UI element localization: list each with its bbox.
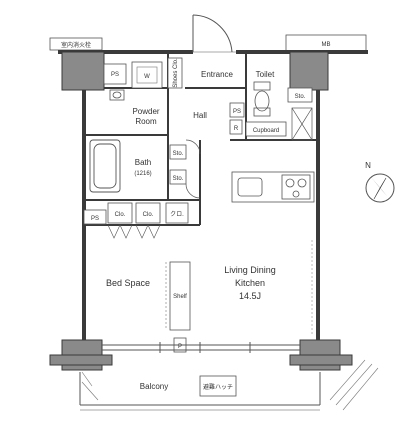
- column-top-left: [61, 51, 105, 91]
- ps-top-left: PS: [103, 63, 127, 85]
- bed-space-label: Bed Space: [106, 278, 150, 288]
- shoes-closet: Shoes Clo.: [167, 57, 183, 89]
- fire-box-label: 室内消火栓: [61, 41, 91, 49]
- washing-machine-label: W: [144, 74, 150, 80]
- powder-room-label-1: Powder: [132, 107, 159, 116]
- hall-label: Hall: [193, 111, 207, 120]
- entrance-door: [192, 14, 236, 53]
- ps-bottom-left: PS: [83, 209, 107, 225]
- mb-box: MB: [285, 34, 367, 52]
- closet-1-label: Clo.: [115, 212, 126, 218]
- compass-north-label: N: [365, 161, 371, 170]
- living-label: Living Dining: [224, 265, 276, 275]
- hall-storage-2-label: Sto.: [173, 176, 184, 182]
- window-bottom: [102, 342, 300, 353]
- closet-2: Clo.: [135, 202, 161, 224]
- balcony-hatch: 避難ハッチ: [199, 375, 237, 397]
- toilet-storage-label: Sto.: [295, 94, 306, 100]
- balcony: [79, 372, 321, 411]
- shoes-closet-label: Shoes Clo.: [173, 58, 179, 88]
- hall-storage-1: Sto.: [169, 144, 187, 160]
- column-flanges: [49, 354, 353, 366]
- ps-bottom-left-label: PS: [91, 216, 99, 222]
- toilet-storage: Sto.: [287, 87, 313, 103]
- hall-doors: [185, 139, 201, 199]
- closet-2-label: Clo.: [143, 212, 154, 218]
- powder-room-label-2: Room: [135, 117, 157, 126]
- pipe-space-label: P: [178, 344, 182, 350]
- toilet-label: Toilet: [256, 70, 275, 79]
- column-top-right: [289, 51, 329, 91]
- closet-doors: [107, 224, 161, 239]
- powder-sink: [109, 89, 125, 101]
- mb-label: MB: [322, 42, 331, 48]
- kitchen-label: Kitchen: [235, 278, 265, 288]
- toilet-fixture: [253, 81, 271, 112]
- ps-top-left-label: PS: [111, 72, 119, 78]
- hall-storage-2: Sto.: [169, 169, 187, 185]
- kitchen-counter: [231, 171, 315, 203]
- shelf-label: Shelf: [173, 294, 187, 300]
- closet-3-label: クロ.: [170, 211, 184, 218]
- bath-size-label: (1216): [134, 171, 151, 177]
- toilet-sink: [253, 107, 271, 117]
- cupboard: Cupboard: [245, 121, 287, 137]
- balcony-stair-right: [329, 359, 379, 411]
- balcony-hatch-label: 避難ハッチ: [203, 383, 233, 391]
- ps-toilet-label: PS: [233, 109, 241, 115]
- balcony-stair-left: [81, 371, 99, 401]
- toilet-door: [291, 107, 313, 141]
- entrance-label: Entrance: [201, 70, 234, 79]
- closet-3: クロ.: [165, 202, 189, 224]
- balcony-label: Balcony: [140, 382, 168, 391]
- shelf: Shelf: [169, 261, 191, 331]
- fire-box: 室内消火栓: [49, 37, 103, 51]
- area-label: 14.5J: [239, 291, 261, 301]
- cupboard-label: Cupboard: [253, 128, 279, 134]
- bathtub: [89, 139, 121, 193]
- washing-machine: W: [131, 61, 163, 89]
- ps-toilet: PS: [229, 102, 245, 118]
- refrigerator-label: R: [234, 126, 239, 132]
- closet-1: Clo.: [107, 202, 133, 224]
- north-compass: N: [365, 161, 395, 203]
- hall-storage-1-label: Sto.: [173, 151, 184, 157]
- bath-label: Bath: [135, 158, 151, 167]
- refrigerator-space: R: [229, 119, 243, 135]
